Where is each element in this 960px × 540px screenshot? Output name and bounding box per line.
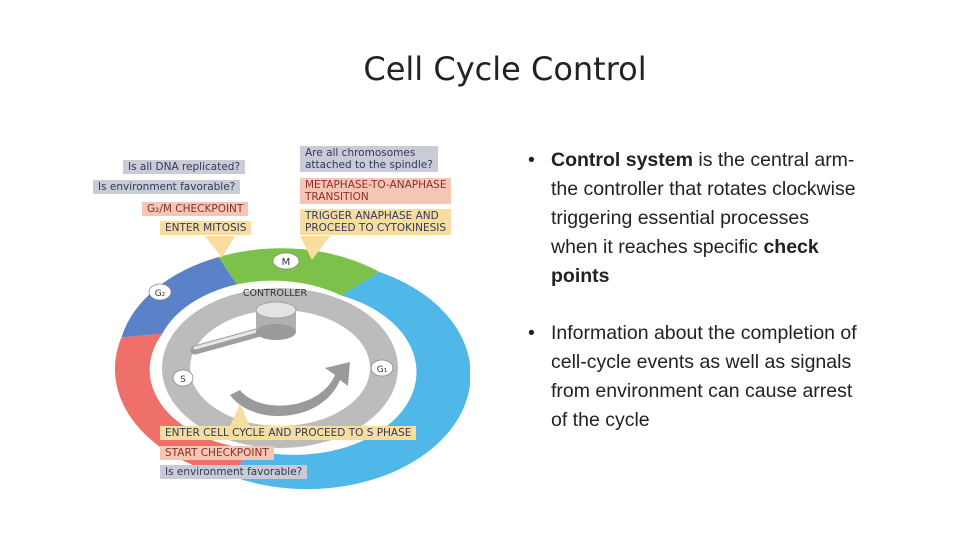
enter-mitosis-label: ENTER MITOSIS (160, 221, 252, 235)
chromosomes-attached-question: Are all chromosomes attached to the spin… (300, 146, 438, 172)
m-phase-badge (272, 252, 300, 270)
cell-cycle-diagram: M G₂ G₁ S CONTROLLER Is all DNA replicat… (90, 140, 471, 490)
environment-question-bottom: Is environment favorable? (160, 465, 308, 479)
controller-label: CONTROLLER (243, 288, 308, 299)
g2-phase-badge (148, 283, 172, 301)
cell-cycle-wheel: M G₂ G₁ S CONTROLLER (114, 236, 471, 490)
environment-question-top: Is environment favorable? (93, 180, 241, 194)
m-phase-label: M (282, 257, 291, 268)
bullet-dot: • (528, 322, 535, 344)
dna-replicated-question: Is all DNA replicated? (123, 160, 246, 174)
enter-cell-cycle-label: ENTER CELL CYCLE AND PROCEED TO S PHASE (160, 426, 417, 440)
controller-hub (256, 324, 296, 340)
trigger-anaphase-label: TRIGGER ANAPHASE AND PROCEED TO CYTOKINE… (300, 209, 452, 235)
g1-phase-label: G₁ (377, 365, 388, 375)
bullet-dot: • (528, 149, 535, 171)
bullet-list: • Control system is the central arm- the… (528, 146, 858, 463)
bullet-control-system: • Control system is the central arm- the… (528, 146, 858, 291)
s-phase-label: S (180, 375, 186, 385)
rotation-arrow (230, 362, 350, 416)
enter-mitosis-pointer (205, 236, 235, 258)
g2-phase-arc (121, 257, 237, 338)
metaphase-anaphase-label: METAPHASE-TO-ANAPHASE TRANSITION (300, 178, 452, 204)
bullet-information: • Information about the completion of ce… (528, 319, 858, 435)
start-checkpoint-label: START CHECKPOINT (160, 446, 274, 460)
g2m-checkpoint-label: G₂/M CHECKPOINT (142, 202, 249, 216)
g1-phase-badge (370, 359, 394, 377)
m-phase-arc (218, 248, 380, 296)
s-phase-arc (114, 333, 248, 478)
g2-phase-label: G₂ (155, 289, 166, 299)
enter-cycle-pointer (230, 404, 250, 426)
slide-title: Cell Cycle Control (363, 50, 647, 88)
trigger-anaphase-pointer (300, 236, 330, 260)
s-phase-badge (172, 369, 194, 387)
